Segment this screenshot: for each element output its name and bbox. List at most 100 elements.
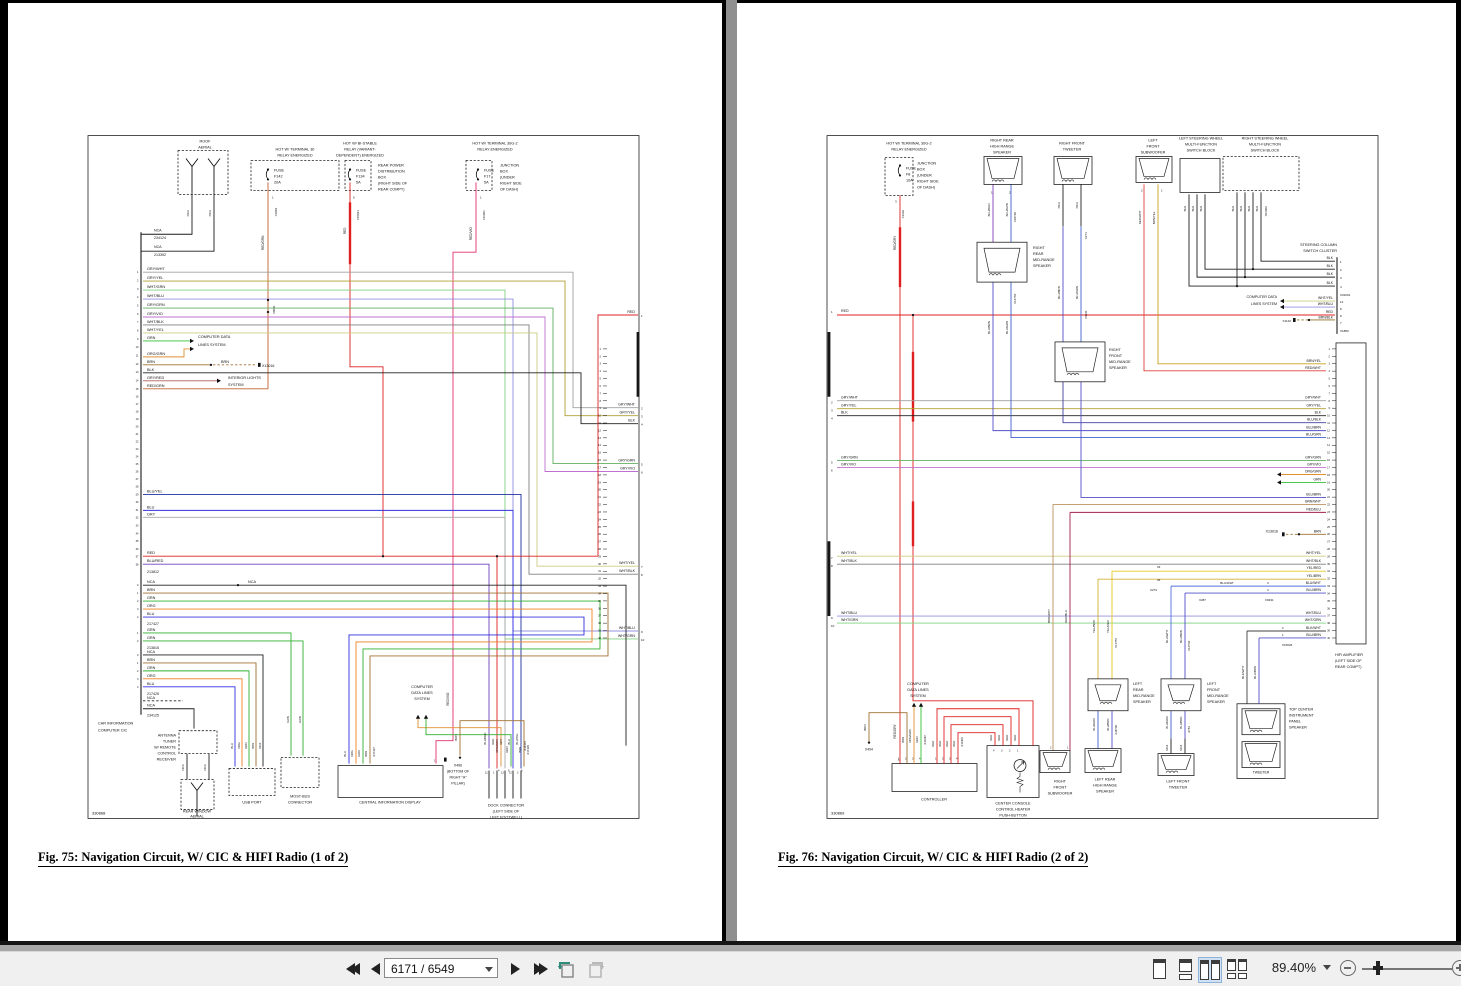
- wire: [143, 272, 638, 408]
- pin-number: 22: [598, 503, 601, 507]
- diagram-label: ORG/GRN: [908, 729, 912, 742]
- pin-number: 10: [136, 345, 139, 349]
- diagram-label: 4: [1340, 285, 1342, 289]
- page-number-input[interactable]: 6171 / 6549: [384, 958, 498, 978]
- pin-number: 4: [137, 295, 139, 299]
- diagram-label: LEFT FRONT: [1166, 780, 1190, 784]
- diagram-label: WHT/GRN: [1305, 618, 1322, 622]
- pin-number: 1: [137, 661, 139, 665]
- wire: [143, 299, 638, 631]
- single-page-view-button[interactable]: [1148, 957, 1170, 981]
- zoom-dropdown-caret-icon[interactable]: [1323, 965, 1331, 970]
- diagram-label: LEFT STEERING WHEEL: [1179, 137, 1223, 141]
- pin-number: 31: [1327, 569, 1330, 573]
- speaker-icon: [1095, 685, 1121, 701]
- diagram-label: BLU/RED: [987, 203, 991, 217]
- diagram-label: SUBWOOFER: [1141, 151, 1166, 155]
- wire: [143, 317, 638, 472]
- pin-number: 2: [137, 278, 139, 282]
- pin-number: 16: [136, 395, 139, 399]
- diagram-label: RELAY (VARIANT-: [344, 148, 376, 152]
- pin-number: 14: [1327, 443, 1330, 447]
- pin-number: 26: [598, 532, 601, 536]
- pin-number: 18: [598, 473, 601, 477]
- zoom-slider-handle[interactable]: [1376, 961, 1380, 975]
- diagram-label: 7: [1340, 321, 1342, 325]
- diagram-label: F8: [906, 172, 910, 176]
- speaker-icon: [984, 248, 1020, 272]
- zoom-level-value[interactable]: 89.40%: [1262, 960, 1316, 975]
- pin-number: 7: [137, 320, 139, 324]
- diagram-label: BRN/WHT: [1305, 499, 1321, 503]
- continuous-view-button[interactable]: [1174, 957, 1196, 981]
- pin-number: 19: [136, 417, 139, 421]
- pin-number: 25: [598, 525, 601, 529]
- pin-number: 28: [598, 547, 601, 551]
- diagram-label: X18738: [1114, 725, 1118, 735]
- next-page-button[interactable]: [506, 956, 524, 982]
- next-view-button[interactable]: [584, 956, 606, 982]
- previous-page-button[interactable]: [366, 956, 384, 982]
- diagram-label: BLU/YEL: [147, 489, 163, 493]
- diagram-label: GRY/WHT: [618, 403, 636, 407]
- first-page-button[interactable]: [340, 956, 366, 982]
- pin-number: 1: [137, 631, 139, 635]
- two-page-continuous-view-button[interactable]: [1226, 957, 1248, 981]
- junction-dot: [1252, 268, 1254, 270]
- pin-number: 8: [600, 399, 602, 403]
- diagram-label: RED/WHT: [1305, 366, 1321, 370]
- previous-view-button[interactable]: [556, 956, 578, 982]
- diagram-label: PANEL: [1289, 720, 1301, 724]
- diagram-label: SPEAKER: [1133, 700, 1151, 704]
- diagram-label: WHT/YEL: [1306, 551, 1321, 555]
- pin-number: 32: [1327, 577, 1330, 581]
- speaker-icon: [1048, 768, 1060, 770]
- diagram-label: NCA: [154, 228, 162, 232]
- two-page-view-button[interactable]: [1198, 957, 1222, 983]
- diagram-label: RECEIVER: [157, 758, 177, 762]
- diagram-label: GRY/YEL: [841, 404, 856, 408]
- diagram-label: ANTENNA: [158, 734, 177, 738]
- diagram-label: (UNDER: [917, 173, 932, 177]
- diagram-label: BLK: [1327, 281, 1334, 285]
- pin-number: 7: [600, 391, 602, 395]
- diagram-label: YEL/RED: [1106, 619, 1110, 633]
- wire: [141, 192, 192, 234]
- diagram-label: 1: [480, 195, 482, 199]
- diagram-label: RED: [952, 741, 956, 747]
- diagram-label: 3: [895, 199, 897, 203]
- diagram-label: SWITCH CLUSTER: [1303, 249, 1337, 253]
- diagram-label: BLU/BRN: [1106, 719, 1110, 731]
- diagram-label: AERIAL: [190, 814, 203, 818]
- last-page-button[interactable]: [528, 956, 554, 982]
- speaker-icon: [1250, 730, 1262, 732]
- diagram-label: HIFI AMPLIFIER: [1335, 653, 1363, 657]
- diagram-label: 1: [831, 310, 833, 314]
- diagram-label: 1: [1282, 633, 1284, 637]
- pin-number: 5: [137, 303, 139, 307]
- diagram-label: BLU/BLK: [1307, 418, 1322, 422]
- diagram-label: BLU/WHT: [1220, 581, 1234, 585]
- diagram-label: TOP CENTER: [1289, 708, 1314, 712]
- zoom-in-button[interactable]: [1452, 960, 1461, 976]
- diagram-label: 234124: [154, 236, 166, 240]
- zoom-out-button[interactable]: [1340, 960, 1356, 976]
- diagram-label: FRONT: [1146, 145, 1160, 149]
- diagram-label: FUSE: [906, 166, 917, 170]
- speaker-icon: [1057, 159, 1089, 179]
- speaker-icon: [1062, 348, 1098, 372]
- speaker-icon: [1158, 754, 1194, 776]
- page-dropdown-caret-icon[interactable]: [485, 967, 493, 972]
- page-number-value: 6171 / 6549: [391, 962, 454, 976]
- diagram-label: 1: [493, 771, 495, 775]
- diagram-label: 4: [1267, 588, 1269, 592]
- diagram-label: REAR COMPT): [378, 187, 405, 191]
- diagram-label: 4: [498, 769, 500, 773]
- diagram-label: 1: [641, 314, 643, 318]
- diagram-label: BRN/WHT: [1047, 609, 1051, 623]
- figure-caption: Fig. 76: Navigation Circuit, W/ CIC & HI…: [778, 850, 1088, 867]
- diagram-label: SWITCH BLOCK: [1187, 149, 1216, 153]
- diagram-label: WHT/BLK: [1306, 559, 1322, 563]
- diagram-label: X287: [1199, 598, 1206, 602]
- pin-number: 36: [1327, 606, 1330, 610]
